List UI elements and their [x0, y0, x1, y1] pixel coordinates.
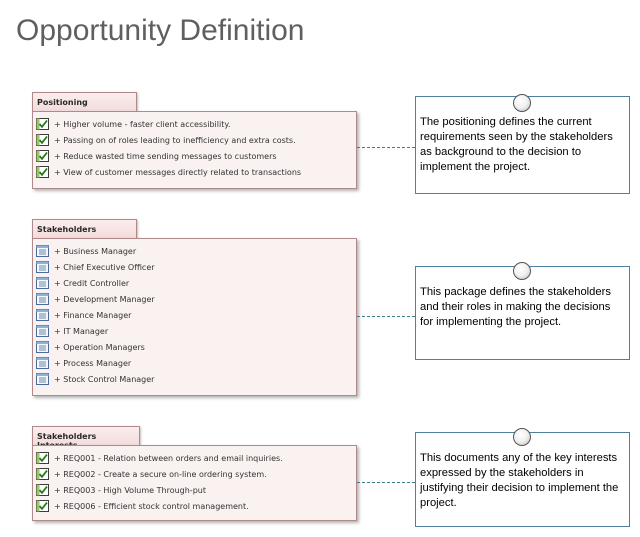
list-item[interactable]: + Process Manager [36, 355, 356, 371]
requirement-check-icon [36, 134, 49, 146]
note-connector [357, 147, 415, 148]
list-item-label: + Business Manager [54, 246, 137, 256]
note-connector [357, 482, 415, 483]
requirement-check-icon [36, 484, 49, 496]
package-stakeholders[interactable]: + Business Manager + Chief Executive Off… [32, 238, 357, 396]
package-tab-stakeholders-interests[interactable]: Stakeholders Interests [32, 426, 140, 450]
package-tab-positioning[interactable]: Positioning [32, 92, 137, 112]
list-item[interactable]: + Operation Managers [36, 339, 356, 355]
stakeholder-document-icon [36, 261, 49, 273]
requirement-check-icon [36, 166, 49, 178]
list-item[interactable]: + REQ003 - High Volume Through-put [36, 482, 356, 498]
stakeholder-document-icon [36, 245, 49, 257]
note-stakeholders-interests[interactable]: This documents any of the key interests … [415, 432, 630, 527]
note-positioning[interactable]: The positioning defines the current requ… [415, 96, 630, 194]
list-item-label: + Higher volume - faster client accessib… [54, 119, 231, 129]
list-item[interactable]: + REQ002 - Create a secure on-line order… [36, 466, 356, 482]
requirement-check-icon [36, 452, 49, 464]
stakeholder-document-icon [36, 309, 49, 321]
list-item[interactable]: + Stock Control Manager [36, 371, 356, 387]
stakeholder-document-icon [36, 341, 49, 353]
list-item-label: + Operation Managers [54, 342, 145, 352]
note-text: This documents any of the key interests … [420, 452, 619, 509]
list-item-label: + Stock Control Manager [54, 374, 155, 384]
list-item[interactable]: + IT Manager [36, 323, 356, 339]
list-item-label: + Passing on of roles leading to ineffic… [54, 135, 296, 145]
list-item[interactable]: + Credit Controller [36, 275, 356, 291]
requirement-check-icon [36, 500, 49, 512]
list-item[interactable]: + Higher volume - faster client accessib… [36, 116, 356, 132]
list-item-label: + REQ006 - Efficient stock control manag… [54, 501, 249, 511]
list-item[interactable]: + Development Manager [36, 291, 356, 307]
list-item[interactable]: + Passing on of roles leading to ineffic… [36, 132, 356, 148]
list-item-label: + Reduce wasted time sending messages to… [54, 151, 277, 161]
page-title: Opportunity Definition [16, 14, 305, 47]
list-item-label: + Credit Controller [54, 278, 130, 288]
list-item-label: + Finance Manager [54, 310, 132, 320]
note-text: This package defines the stakeholders an… [420, 286, 611, 328]
list-item[interactable]: + REQ006 - Efficient stock control manag… [36, 498, 356, 514]
stakeholder-document-icon [36, 277, 49, 289]
list-item[interactable]: + Chief Executive Officer [36, 259, 356, 275]
note-port-icon[interactable] [513, 94, 531, 112]
list-item-label: + Process Manager [54, 358, 132, 368]
package-positioning[interactable]: + Higher volume - faster client accessib… [32, 111, 357, 189]
note-port-icon[interactable] [513, 262, 531, 280]
list-item[interactable]: + REQ001 - Relation between orders and e… [36, 450, 356, 466]
package-tab-stakeholders[interactable]: Stakeholders [32, 219, 137, 239]
requirement-check-icon [36, 150, 49, 162]
list-item-label: + REQ003 - High Volume Through-put [54, 485, 206, 495]
list-item-label: + View of customer messages directly rel… [54, 167, 302, 177]
stakeholder-document-icon [36, 293, 49, 305]
requirement-check-icon [36, 468, 49, 480]
note-port-icon[interactable] [513, 428, 531, 446]
note-text: The positioning defines the current requ… [420, 116, 613, 173]
list-item-label: + IT Manager [54, 326, 109, 336]
requirement-check-icon [36, 118, 49, 130]
stakeholder-document-icon [36, 373, 49, 385]
list-item-label: + REQ002 - Create a secure on-line order… [54, 469, 267, 479]
package-stakeholders-interests[interactable]: + REQ001 - Relation between orders and e… [32, 445, 357, 521]
list-item[interactable]: + Finance Manager [36, 307, 356, 323]
list-item-label: + Development Manager [54, 294, 155, 304]
note-connector [357, 316, 415, 317]
stakeholder-document-icon [36, 325, 49, 337]
list-item-label: + Chief Executive Officer [54, 262, 155, 272]
stakeholder-document-icon [36, 357, 49, 369]
note-stakeholders[interactable]: This package defines the stakeholders an… [415, 266, 630, 360]
list-item[interactable]: + View of customer messages directly rel… [36, 164, 356, 180]
list-item[interactable]: + Reduce wasted time sending messages to… [36, 148, 356, 164]
list-item[interactable]: + Business Manager [36, 243, 356, 259]
list-item-label: + REQ001 - Relation between orders and e… [54, 453, 283, 463]
